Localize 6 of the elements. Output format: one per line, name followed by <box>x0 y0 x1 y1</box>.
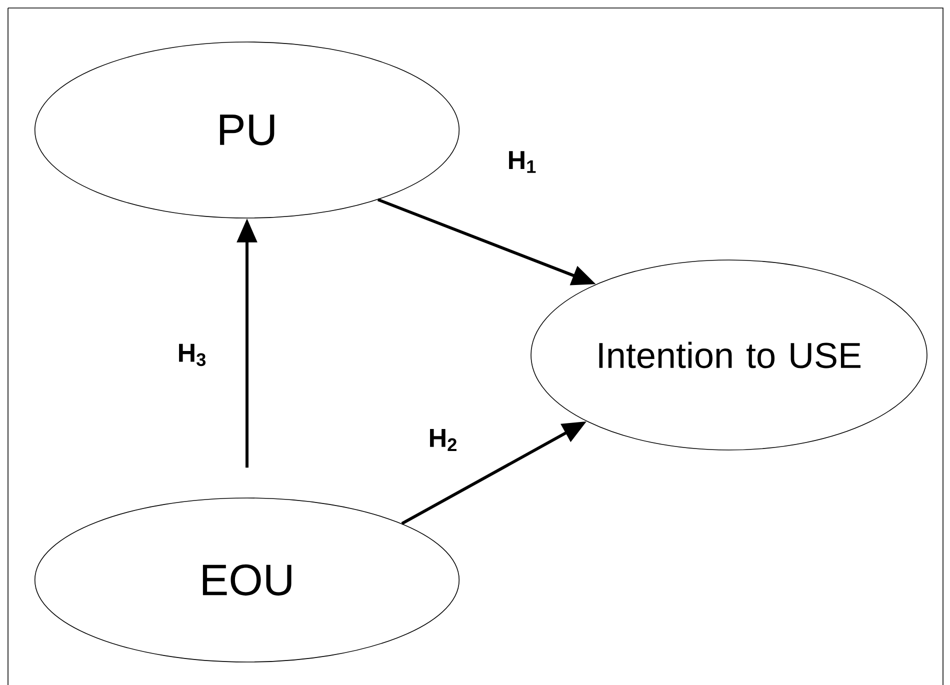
ellipse-node: PU <box>34 42 460 218</box>
ellipse-node: EOU <box>34 498 460 662</box>
edge-label: H$_{3}$ <box>179 344 206 366</box>
edge-label: H$_{1}$ <box>509 151 536 173</box>
edge-label: H$_{2}$ <box>430 428 456 451</box>
ellipse-node: Intention to USE <box>530 260 928 450</box>
